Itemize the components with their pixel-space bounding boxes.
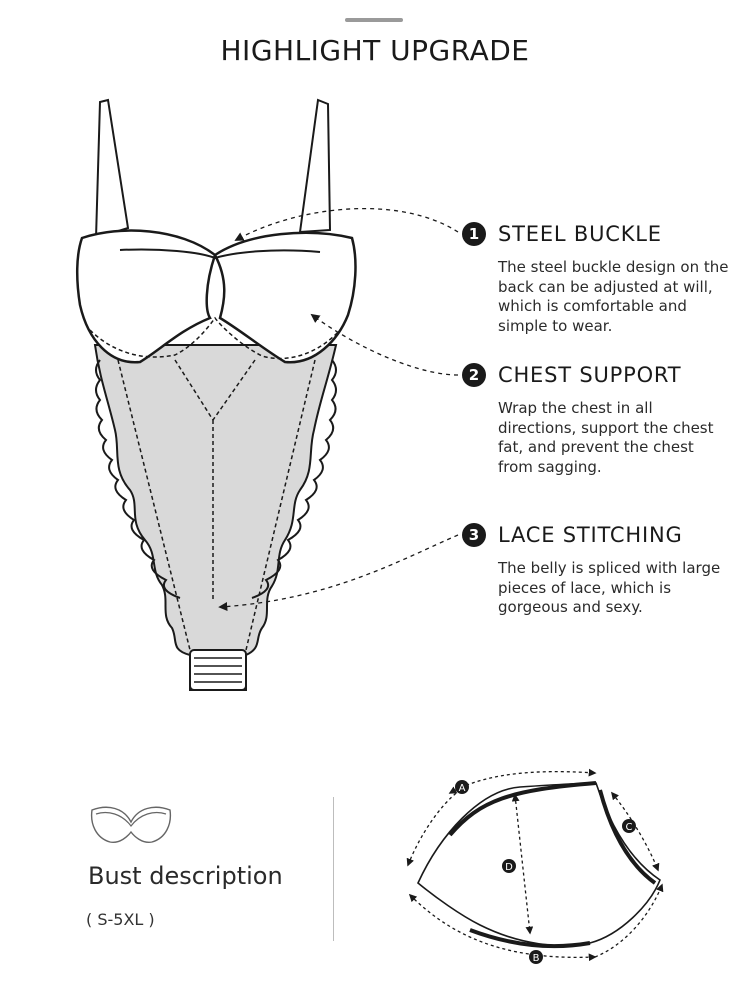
svg-text:C: C	[626, 822, 633, 833]
right-cup	[213, 231, 357, 364]
feature-description: Wrap the chest in all directions, suppor…	[498, 399, 714, 476]
feature-title: STEEL BUCKLE	[498, 222, 662, 246]
cup-measurement-diagram: A B C D	[406, 768, 664, 964]
section-divider	[333, 797, 334, 941]
feature-description: The steel buckle design on the back can …	[498, 258, 729, 335]
left-stitch	[117, 359, 214, 651]
marker-c: C	[622, 819, 636, 833]
feature-chest-support: 2 CHEST SUPPORT Wrap the chest in all di…	[462, 361, 732, 477]
bra-icon	[90, 806, 172, 844]
svg-text:D: D	[505, 862, 513, 873]
feature-title: LACE STITCHING	[498, 523, 683, 547]
leader-lace-stitching	[218, 534, 459, 612]
feature-lace-stitching: 3 LACE STITCHING The belly is spliced wi…	[462, 521, 732, 618]
lace-body-panel	[93, 344, 338, 691]
feature-number-badge: 1	[462, 222, 486, 246]
feature-title: CHEST SUPPORT	[498, 363, 682, 387]
leader-steel-buckle	[234, 207, 459, 241]
feature-number-badge: 3	[462, 523, 486, 547]
right-strap	[298, 98, 332, 234]
svg-text:B: B	[533, 953, 540, 964]
measure-a	[448, 768, 597, 794]
size-range-label: ( S-5XL )	[86, 910, 155, 929]
measure-b-side	[594, 883, 664, 958]
feature-description: The belly is spliced with large pieces o…	[498, 559, 721, 616]
measure-b	[408, 893, 597, 962]
top-handle-bar	[345, 18, 403, 22]
marker-b: B	[529, 950, 543, 964]
leader-chest-support	[310, 313, 459, 376]
measure-c	[611, 791, 660, 872]
measure-d	[511, 793, 534, 935]
lace-edge-left	[95, 359, 181, 599]
crotch-hooks	[189, 649, 247, 691]
bust-description-label: Bust description	[88, 862, 283, 890]
measure-a-side	[406, 789, 461, 867]
left-strap	[94, 98, 130, 240]
right-stitch	[212, 359, 316, 651]
feature-steel-buckle: 1 STEEL BUCKLE The steel buckle design o…	[462, 220, 732, 336]
cup-band	[119, 248, 321, 260]
marker-a: A	[455, 780, 469, 794]
marker-d: D	[502, 859, 516, 873]
bodysuit-illustration	[75, 98, 459, 691]
svg-text:A: A	[459, 783, 466, 794]
left-cup	[75, 229, 217, 364]
feature-number-badge: 2	[462, 363, 486, 387]
page-title: HIGHLIGHT UPGRADE	[220, 34, 530, 67]
lace-edge-right	[251, 359, 337, 599]
